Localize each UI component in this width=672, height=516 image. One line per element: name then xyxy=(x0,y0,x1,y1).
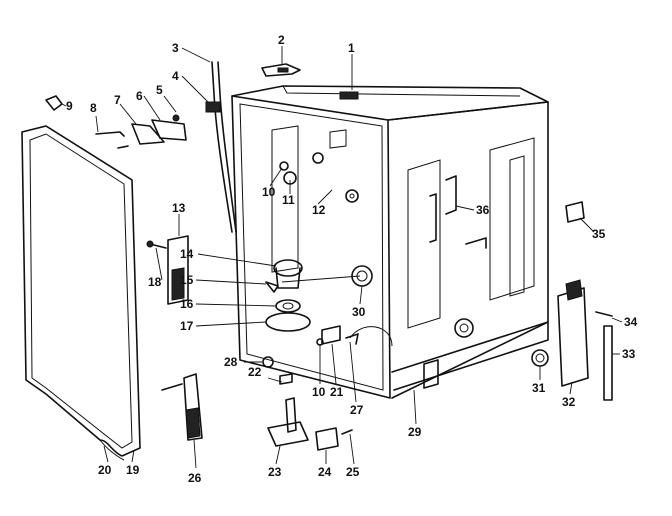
callout-34: 34 xyxy=(624,315,638,329)
bottom-parts xyxy=(262,356,353,451)
callout-9: 9 xyxy=(66,99,73,113)
callout-26: 26 xyxy=(188,471,202,485)
callout-3: 3 xyxy=(172,41,179,55)
callout-labels: 1 2 3 4 5 6 7 8 9 10 10 11 12 13 14 15 1… xyxy=(66,33,638,485)
vent-part xyxy=(146,235,189,305)
door-gasket-frame xyxy=(21,125,141,461)
callout-31: 31 xyxy=(532,381,546,395)
callout-11: 11 xyxy=(282,193,295,207)
callout-19: 19 xyxy=(126,463,140,477)
callout-28: 28 xyxy=(224,355,238,369)
right-parts xyxy=(531,201,613,401)
callout-12: 12 xyxy=(312,203,326,217)
callout-24: 24 xyxy=(318,465,332,479)
callout-30: 30 xyxy=(352,305,366,319)
callout-6: 6 xyxy=(136,89,143,103)
callout-29: 29 xyxy=(408,425,422,439)
internal-parts xyxy=(265,259,373,346)
callout-27: 27 xyxy=(350,403,364,417)
hose-assembly xyxy=(205,61,237,233)
callout-14: 14 xyxy=(180,247,194,261)
callout-10a: 10 xyxy=(262,185,276,199)
callout-25: 25 xyxy=(346,465,360,479)
callout-35: 35 xyxy=(592,227,606,241)
callout-8: 8 xyxy=(90,101,97,115)
callout-20: 20 xyxy=(98,463,112,477)
callout-22: 22 xyxy=(248,365,262,379)
callout-36: 36 xyxy=(476,203,490,217)
callout-5: 5 xyxy=(156,83,163,97)
top-bracket xyxy=(261,63,301,77)
callout-32: 32 xyxy=(562,395,576,409)
tub-assembly xyxy=(231,85,549,399)
latch-part xyxy=(161,373,203,441)
callout-1: 1 xyxy=(348,41,355,55)
callout-2: 2 xyxy=(278,33,285,47)
callout-7: 7 xyxy=(114,93,121,107)
callout-15: 15 xyxy=(180,273,194,287)
callout-13: 13 xyxy=(172,201,186,215)
callout-17: 17 xyxy=(180,319,194,333)
callout-21: 21 xyxy=(330,385,344,399)
callout-33: 33 xyxy=(622,347,636,361)
leader-lines xyxy=(61,46,623,469)
callout-10b: 10 xyxy=(312,385,326,399)
callout-4: 4 xyxy=(172,69,179,83)
callout-16: 16 xyxy=(180,297,194,311)
callout-23: 23 xyxy=(268,465,282,479)
callout-18: 18 xyxy=(148,275,162,289)
